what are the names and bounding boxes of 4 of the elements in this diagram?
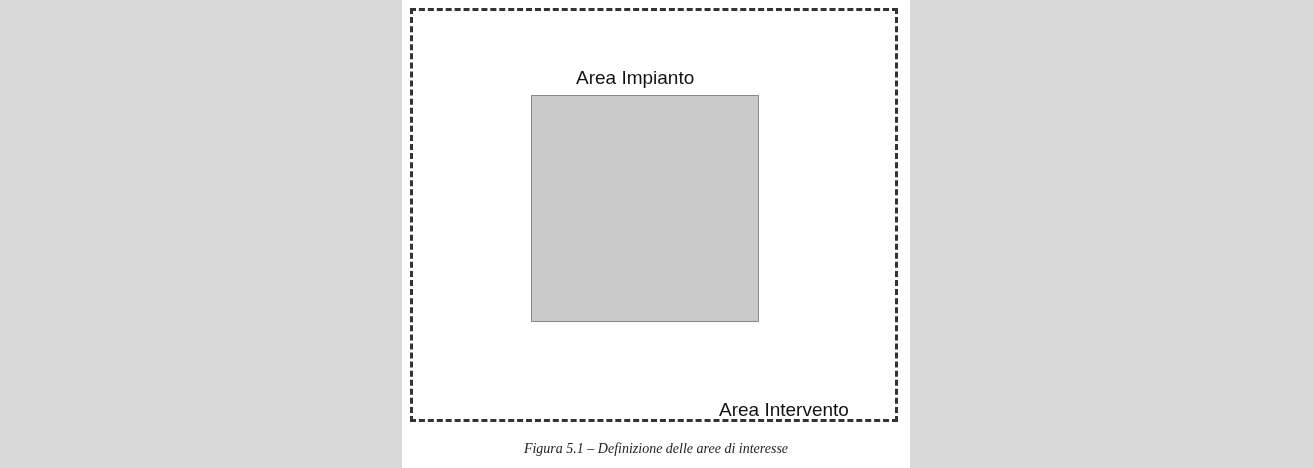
area-label: Area Impianto — [576, 67, 695, 89]
figure-caption: Figura 5.1 – Definizione delle aree di interesse — [522, 441, 790, 457]
area-label: Area Intervento — [719, 399, 849, 421]
dashed-area-boundary — [410, 8, 898, 422]
